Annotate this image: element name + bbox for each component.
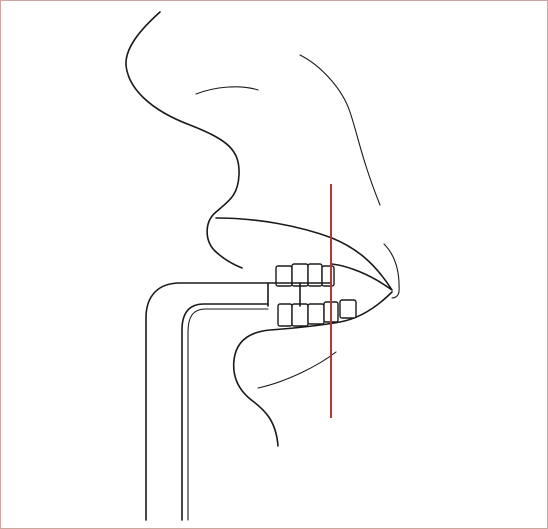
- nostril-line: [196, 87, 258, 94]
- lower-tooth: [292, 304, 308, 326]
- cheek-line: [300, 55, 380, 205]
- lower-lip-crease: [258, 352, 336, 388]
- lower-tooth: [308, 304, 324, 324]
- instrument-tube-inner: [182, 304, 268, 520]
- lower-tooth: [278, 304, 292, 326]
- lower-tooth: [340, 300, 356, 318]
- nose-outline: [126, 12, 242, 268]
- instrument-tube-edge: [188, 309, 268, 520]
